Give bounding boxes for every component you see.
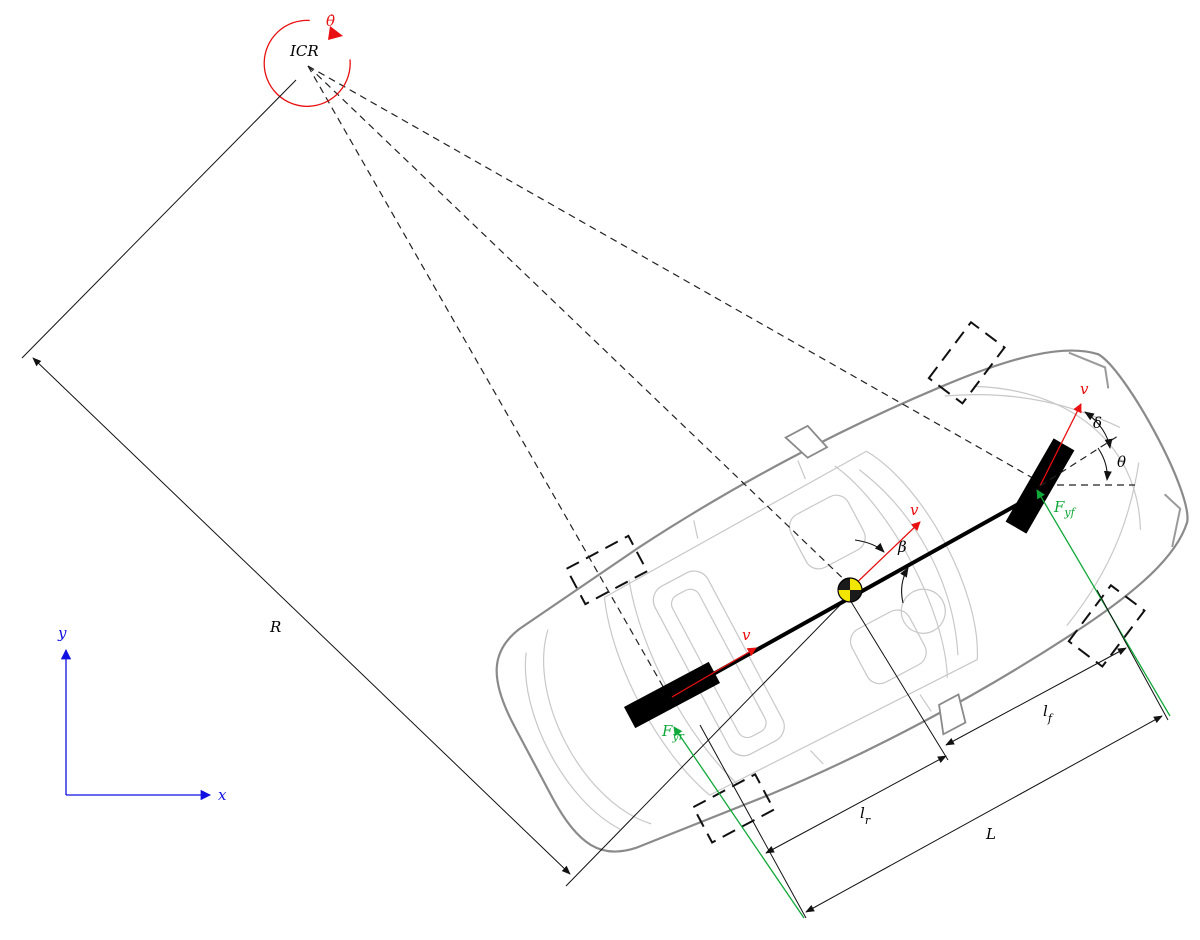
velocity-label-rear: v — [742, 626, 751, 644]
wheel-outline-front-left — [927, 320, 1006, 405]
center-of-gravity — [837, 577, 863, 603]
car-outline — [495, 349, 1189, 853]
lateral-forces: Fyr Fyf — [661, 489, 1171, 919]
lr-label: lr — [860, 804, 871, 827]
rear-wheel — [623, 661, 721, 729]
force-label-front: Fyf — [1053, 498, 1077, 519]
y-axis-label: y — [57, 624, 67, 642]
beta-arc-lower — [900, 567, 909, 604]
seat-front-left — [788, 494, 866, 570]
icr-rays — [307, 65, 1135, 691]
theta-dot-label: θ̇ — [326, 12, 335, 30]
force-arrow-rear — [673, 726, 805, 919]
seat-front-right — [849, 609, 927, 685]
theta-arc — [1097, 447, 1112, 481]
wheel-outline-rear-left — [565, 534, 649, 606]
wheelbase-dimension-line — [805, 715, 1163, 913]
x-axis-label: x — [218, 786, 227, 804]
headlight-left — [1068, 351, 1110, 389]
rotation-arc — [263, 19, 351, 107]
force-label-rear: Fyr — [661, 722, 685, 743]
steering-wheel — [900, 588, 946, 634]
length-dimensions: lf lr L — [699, 589, 1169, 919]
rotation-arrowhead — [328, 26, 343, 40]
mirror-left — [784, 424, 829, 459]
wheelbase-label: L — [985, 825, 996, 843]
headlight-right — [1163, 493, 1182, 548]
radius-dimension: R — [21, 79, 848, 887]
car-body — [495, 320, 1189, 853]
beta-arc-upper — [854, 539, 885, 553]
icr-rotation: ICR θ̇ — [263, 12, 351, 107]
icr-label: ICR — [289, 42, 319, 60]
lf-label: lf — [1043, 702, 1054, 725]
delta-label: δ — [1093, 414, 1102, 432]
angle-markers: δ θ β — [854, 411, 1126, 604]
radius-label: R — [269, 618, 281, 636]
wheel-outline-rear-right — [691, 772, 776, 844]
velocity-arrow-cg — [846, 521, 921, 593]
velocity-label-front: v — [1080, 380, 1089, 398]
velocity-arrow-rear — [671, 647, 757, 698]
velocity-vectors: v v v — [671, 380, 1089, 698]
delta-arc — [1084, 411, 1113, 449]
beta-label: β — [897, 538, 907, 556]
force-arrow-front — [1036, 489, 1171, 717]
coordinate-axes: y x — [57, 624, 227, 804]
velocity-label-cg: v — [910, 501, 919, 519]
theta-label: θ — [1117, 453, 1126, 471]
velocity-arrow-front — [1039, 403, 1082, 487]
